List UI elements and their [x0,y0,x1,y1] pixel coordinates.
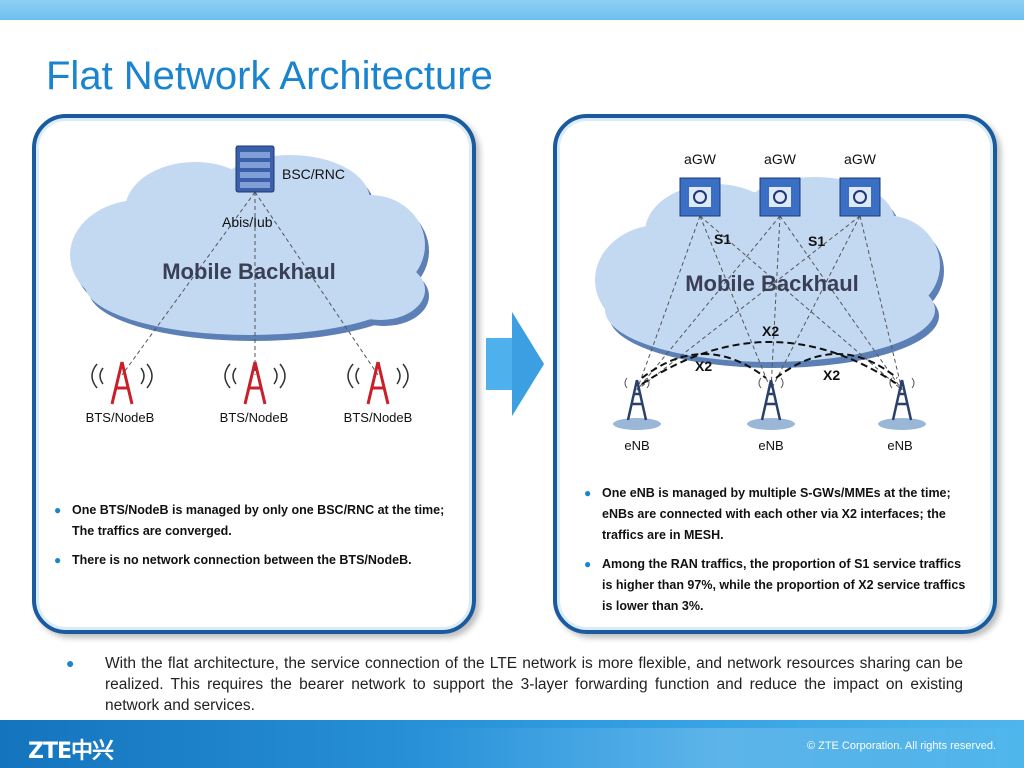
station-label: BTS/NodeB [344,410,413,425]
right-cloud [595,177,944,368]
x2-links [641,341,898,385]
gateway-label: aGW [844,151,877,167]
s1-label: S1 [808,233,825,249]
copyright-text: © ZTE Corporation. All rights reserved. [806,740,996,752]
left-links [121,191,379,376]
x2-label: X2 [695,358,712,374]
gateway-label: aGW [684,151,717,167]
server-icon [235,145,275,193]
bullet-item: ●There is no network connection between … [54,553,412,567]
bullet-item: ●Among the RAN traffics, the proportion … [584,557,966,613]
enb-tower-icon [747,377,795,430]
left-cloud-label: Mobile Backhaul [162,259,336,284]
controller-label: BSC/RNC [282,166,345,182]
antenna-icon [347,361,409,405]
footer-bar [0,720,1024,768]
station-label: BTS/NodeB [86,410,155,425]
arrow-icon [486,312,544,416]
right-bullet-list: ●One eNB is managed by multiple S-GWs/MM… [582,483,967,625]
summary-text: With the flat architecture, the service … [105,655,963,714]
gateway-label: aGW [764,151,797,167]
x2-label: X2 [762,323,779,339]
interface-label: Abis/Iub [222,214,273,230]
gateway-icon [679,177,721,217]
s1-links [636,215,903,391]
slide-title: Flat Network Architecture [46,54,493,98]
bullet-item: ●One BTS/NodeB is managed by only one BS… [54,503,445,538]
antenna-icon [224,361,286,405]
s1-label: S1 [714,231,731,247]
bullet-item: ●One eNB is managed by multiple S-GWs/MM… [584,486,951,542]
right-diagram: aGW aGW aGW S1 S1 Mobile Backhaul X2 X2 … [595,151,944,453]
enb-tower-icon [878,377,926,430]
enb-label: eNB [758,438,783,453]
gateway-icon [759,177,801,217]
footer-highlight [0,728,1024,768]
bullet-dot: ● [66,655,75,671]
top-banner [0,0,1024,20]
company-logo: ZTE中兴 [28,739,114,764]
enb-label: eNB [887,438,912,453]
enb-tower-icon [613,377,661,430]
antenna-icon [91,361,153,405]
gateway-icon [839,177,881,217]
left-diagram: BSC/RNC Abis/Iub Mobile Backhaul BTS/Nod… [70,145,429,425]
right-cloud-label: Mobile Backhaul [685,271,859,296]
enb-label: eNB [624,438,649,453]
station-label: BTS/NodeB [220,410,289,425]
left-bullet-list: ●One BTS/NodeB is managed by only one BS… [52,500,462,579]
x2-label: X2 [823,367,840,383]
